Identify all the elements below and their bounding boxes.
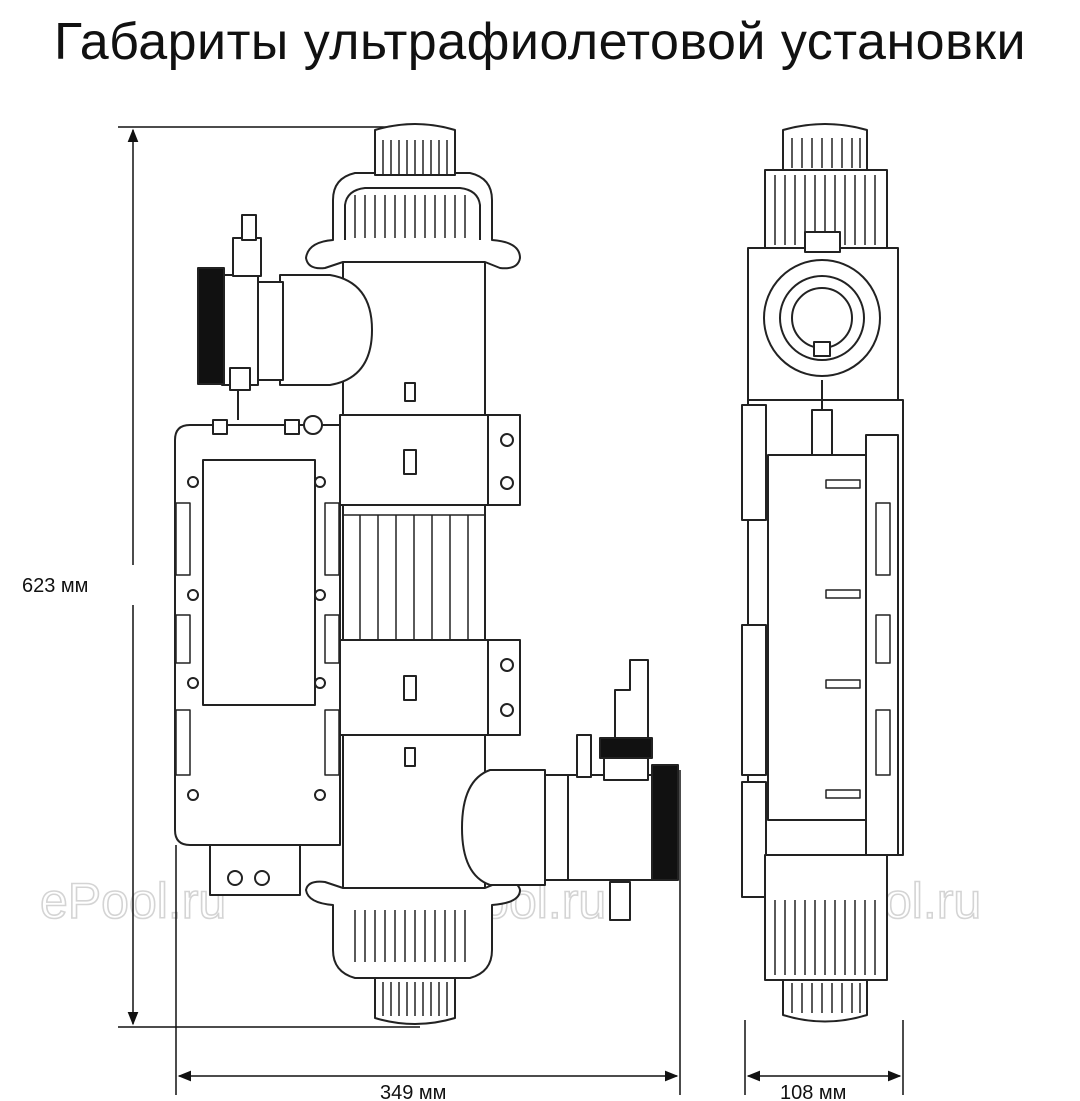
- inlet-nut: [254, 281, 284, 381]
- front-view: [174, 123, 679, 1025]
- side-bracket-mid: [741, 624, 767, 776]
- ballast-bottom-screw-1: [227, 870, 243, 886]
- top-collar-ribs: [354, 195, 466, 238]
- side-inlet-drain: [813, 341, 831, 357]
- upper-clamp-slot: [403, 449, 417, 475]
- lower-clamp-bracket: [487, 639, 521, 736]
- height-dimension-label: 623 мм: [22, 575, 88, 597]
- page-title: Габариты ультрафиолетовой установки: [53, 13, 1027, 71]
- top-frame: [305, 172, 521, 270]
- height-dimension: [118, 126, 420, 1028]
- ballast-gland-top-2: [284, 419, 300, 435]
- depth-dimension-label: 108 мм: [780, 1082, 846, 1101]
- chamber-fins: [343, 514, 485, 641]
- outlet-sensor-collar: [599, 737, 653, 759]
- side-top-cap: [782, 123, 868, 171]
- side-vents: [875, 502, 891, 776]
- inlet-drain-nut: [229, 367, 251, 391]
- bottom-cap-ribs: [382, 982, 448, 1016]
- side-top-cap-ribs: [791, 138, 861, 168]
- side-bracket-lower: [741, 781, 767, 898]
- lower-clamp-bolt-1: [500, 658, 514, 672]
- ballast-vents: [175, 502, 340, 776]
- top-frame-inner: [344, 187, 481, 240]
- side-view: [741, 123, 904, 1023]
- side-bottom-cap-ribs: [791, 983, 861, 1013]
- upper-clamp-bolt-2: [500, 476, 514, 490]
- outlet-flange: [651, 764, 679, 881]
- outlet-drain: [609, 881, 631, 921]
- outlet-nut: [544, 774, 571, 881]
- inlet-flange: [197, 267, 225, 385]
- chamber-slot-bottom: [404, 747, 416, 767]
- side-bottom-collar: [764, 854, 888, 981]
- lower-clamp-slot: [403, 675, 417, 701]
- side-sensor-top: [804, 231, 841, 253]
- outlet-sensor-body: [603, 757, 649, 781]
- ballast-bottom-bracket: [209, 844, 301, 896]
- lower-clamp-bolt-2: [500, 703, 514, 717]
- ballast-gland-top-1: [212, 419, 228, 435]
- ballast-label-plate: [202, 459, 316, 706]
- side-bracket-upper: [741, 404, 767, 521]
- bottom-frame: [305, 880, 521, 979]
- inlet-elbow: [279, 274, 373, 386]
- side-ballast-box: [767, 454, 867, 821]
- side-bottom-cap: [782, 979, 868, 1023]
- outlet-coupling: [567, 774, 654, 881]
- side-bottom-collar-ribs: [774, 900, 876, 975]
- depth-dimension: [744, 1020, 904, 1095]
- inlet-sensor-cap: [241, 214, 257, 241]
- ballast-bottom-screw-2: [254, 870, 270, 886]
- width-dimension: [175, 770, 681, 1095]
- outlet-sensor-wire: [614, 659, 649, 738]
- bottom-collar-ribs: [354, 910, 466, 962]
- upper-clamp-bracket: [487, 414, 521, 506]
- top-cap-ribs: [382, 140, 448, 174]
- inlet-sensor-body: [232, 237, 262, 277]
- side-inlet-port-bore: [791, 287, 853, 349]
- side-drain-valve: [811, 409, 833, 456]
- outlet-elbow: [461, 769, 546, 886]
- width-dimension-label: 349 мм: [380, 1082, 446, 1101]
- ballast-screws: [187, 476, 326, 801]
- outlet-valve: [576, 734, 592, 778]
- side-ballast-tabs: [825, 479, 861, 799]
- ballast-grounding-screw: [303, 415, 323, 435]
- chamber-slot-top: [404, 382, 416, 402]
- upper-clamp-bolt-1: [500, 433, 514, 447]
